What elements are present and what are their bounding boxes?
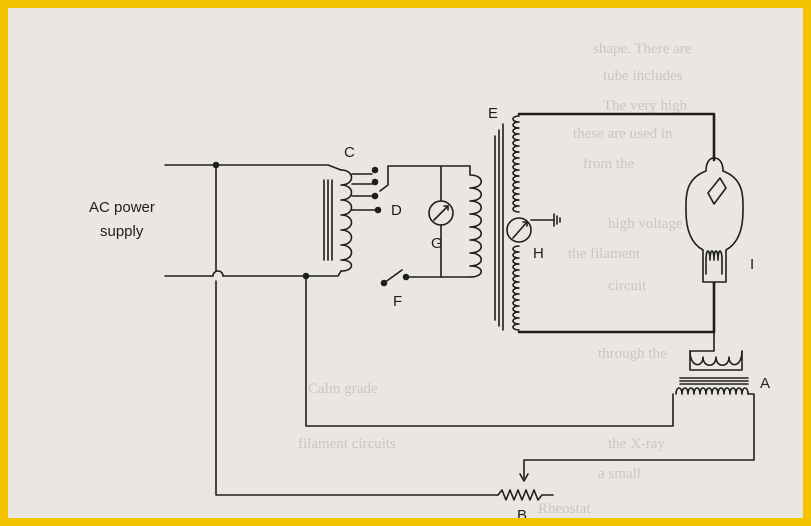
switch-f xyxy=(302,269,674,427)
milliammeter-h xyxy=(506,213,561,243)
bleed-through-background: shape. There are tube includes The very … xyxy=(298,41,692,517)
filament-transformer-a xyxy=(519,331,755,482)
svg-text:filament circuits: filament circuits xyxy=(298,436,396,452)
selector-switch-d xyxy=(379,165,471,192)
label-a: A xyxy=(760,375,770,392)
rheostat-b xyxy=(497,489,554,501)
svg-text:The very high: The very high xyxy=(603,98,688,114)
svg-text:the filament: the filament xyxy=(568,246,641,262)
circuit-diagram: shape. There are tube includes The very … xyxy=(89,41,770,524)
svg-text:Calm grade: Calm grade xyxy=(308,381,378,397)
svg-text:high voltage: high voltage xyxy=(608,216,683,232)
svg-text:Rheostat: Rheostat xyxy=(538,501,591,517)
high-voltage-transformer-e xyxy=(469,115,520,331)
label-d: D xyxy=(391,202,402,219)
label-c: C xyxy=(344,144,355,161)
label-g: G xyxy=(431,235,443,252)
label-ac-power: AC power xyxy=(89,199,155,216)
svg-text:the X-ray: the X-ray xyxy=(608,436,666,452)
label-i: I xyxy=(750,256,754,273)
svg-text:shape. There are: shape. There are xyxy=(593,41,692,57)
svg-text:circuit: circuit xyxy=(608,278,647,294)
label-b: B xyxy=(517,507,527,524)
label-e: E xyxy=(488,105,498,122)
label-f: F xyxy=(393,293,402,310)
svg-text:these are used in: these are used in xyxy=(573,126,673,142)
voltmeter-g xyxy=(428,165,454,278)
svg-text:from the: from the xyxy=(583,156,635,172)
svg-text:tube includes: tube includes xyxy=(603,68,683,84)
svg-text:a small: a small xyxy=(598,466,641,482)
svg-text:through the: through the xyxy=(598,346,667,362)
diagram-labels: AC power supply C D E F G H I A B xyxy=(89,105,770,524)
autotransformer-c xyxy=(323,166,382,272)
ac-supply-wires xyxy=(164,161,499,496)
label-h: H xyxy=(533,245,544,262)
xray-tube-i xyxy=(685,157,744,283)
label-supply: supply xyxy=(100,223,144,240)
